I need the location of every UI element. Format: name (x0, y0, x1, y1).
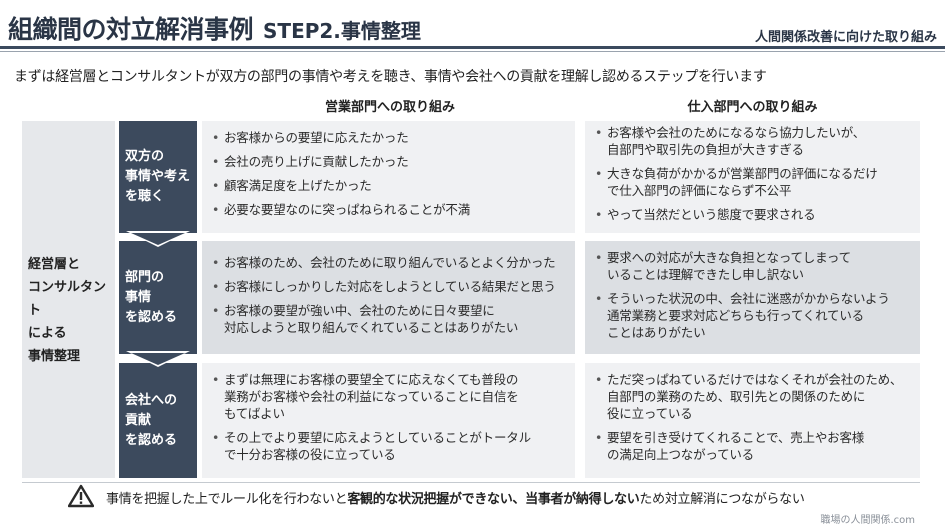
list-item: 必要な要望なのに突っぱねられることが不満 (212, 201, 569, 218)
step-label-2: 部門の 事情 を認める (125, 269, 178, 325)
list-item: 大きな負荷がかかるが営業部門の評価になるだけ で仕入部門の評価にならず不公平 (595, 165, 914, 199)
step-box-1: 双方の 事情や考え を聴く (119, 121, 197, 233)
list-item: やって当然だという態度で要求される (595, 206, 914, 223)
down-arrow-icon (126, 351, 190, 367)
list-item: 要求への対応が大きな負担となってしまって いることは理解できたし申し訳ない (595, 249, 914, 283)
lead-text: まずは経営層とコンサルタントが双方の部門の事情や考えを聴き、事情や会社への貢献を… (14, 69, 767, 85)
left-panel: 経営層と コンサルタント による 事情整理 (22, 121, 115, 478)
footer-rule (22, 482, 920, 483)
cell-purchasing-acknowledge: 要求への対応が大きな負担となってしまって いることは理解できたし申し訳ない そう… (585, 241, 920, 354)
list-item: 要望を引き受けてくれることで、売上やお客様 の満足向上つながっている (595, 429, 914, 463)
left-panel-label: 経営層と コンサルタント による 事情整理 (28, 257, 107, 364)
header-rule-thin (0, 51, 945, 52)
list-item: そういった状況の中、会社に迷惑がかからないよう 通常業務と要求対応どちらも行って… (595, 290, 914, 341)
list-item: ただ突っぱねているだけではなくそれが会社のため、 自部門の業務のため、取引先との… (595, 371, 914, 422)
list-item: お客様の要望が強い中、会社のために日々要望に 対応しようと取り組んでくれているこ… (212, 302, 569, 336)
list-item: お客様や会社のためになるなら協力したいが、 自部門や取引先の負担が大きすぎる (595, 124, 914, 158)
page-title-step: STEP2.事情整理 (263, 19, 421, 43)
list-item: まずは無理にお客様の要望全てに応えなくても普段の 業務がお客様や会社の利益になっ… (212, 371, 569, 422)
step-box-2: 部門の 事情 を認める (119, 241, 197, 354)
footer-note: 事情を把握した上でルール化を行わないと客観的な状況把握ができない、当事者が納得し… (106, 488, 805, 507)
page-title-main: 組織間の対立解消事例 (8, 15, 254, 44)
step-box-3: 会社への 貢献 を認める (119, 363, 197, 478)
cell-sales-contribution: まずは無理にお客様の要望全てに応えなくても普段の 業務がお客様や会社の利益になっ… (202, 363, 575, 478)
list-item: お客様からの要望に応えたかった (212, 129, 569, 146)
cell-purchasing-contribution: ただ突っぱねているだけではなくそれが会社のため、 自部門の業務のため、取引先との… (585, 363, 920, 478)
step-label-1: 双方の 事情や考え を聴く (125, 149, 191, 204)
warning-icon (67, 484, 95, 508)
list-item: お客様のため、会社のために取り組んでいるとよく分かった (212, 254, 569, 271)
footer-note-part2: ため対立解消につながらない (639, 492, 805, 507)
step-label-3: 会社への 貢献 を認める (125, 392, 178, 448)
site-credit: 職場の人間関係.com (820, 515, 915, 526)
list-item: 顧客満足度を上げたかった (212, 177, 569, 194)
cell-sales-listen: お客様からの要望に応えたかった 会社の売り上げに貢献したかった 顧客満足度を上げ… (202, 121, 575, 233)
list-item: その上でより要望に応えようとしていることがトータル で十分お客様の役に立っている (212, 429, 569, 463)
footer-note-bold: 客観的な状況把握ができない、当事者が納得しない (347, 492, 640, 507)
header-rule (0, 46, 945, 49)
down-arrow-icon (126, 231, 190, 247)
column-header-purchasing: 仕入部門への取り組み (687, 100, 818, 115)
list-item: お客様にしっかりした対応をしようとしている結果だと思う (212, 278, 569, 295)
header-right-label: 人間関係改善に向けた取り組み (754, 30, 937, 45)
page-title: 組織間の対立解消事例 STEP2.事情整理 (8, 10, 421, 46)
cell-purchasing-listen: お客様や会社のためになるなら協力したいが、 自部門や取引先の負担が大きすぎる 大… (585, 121, 920, 233)
cell-sales-acknowledge: お客様のため、会社のために取り組んでいるとよく分かった お客様にしっかりした対応… (202, 241, 575, 354)
footer-note-part1: 事情を把握した上でルール化を行わないと (106, 492, 348, 507)
list-item: 会社の売り上げに貢献したかった (212, 153, 569, 170)
column-header-sales: 営業部門への取り組み (324, 100, 455, 115)
